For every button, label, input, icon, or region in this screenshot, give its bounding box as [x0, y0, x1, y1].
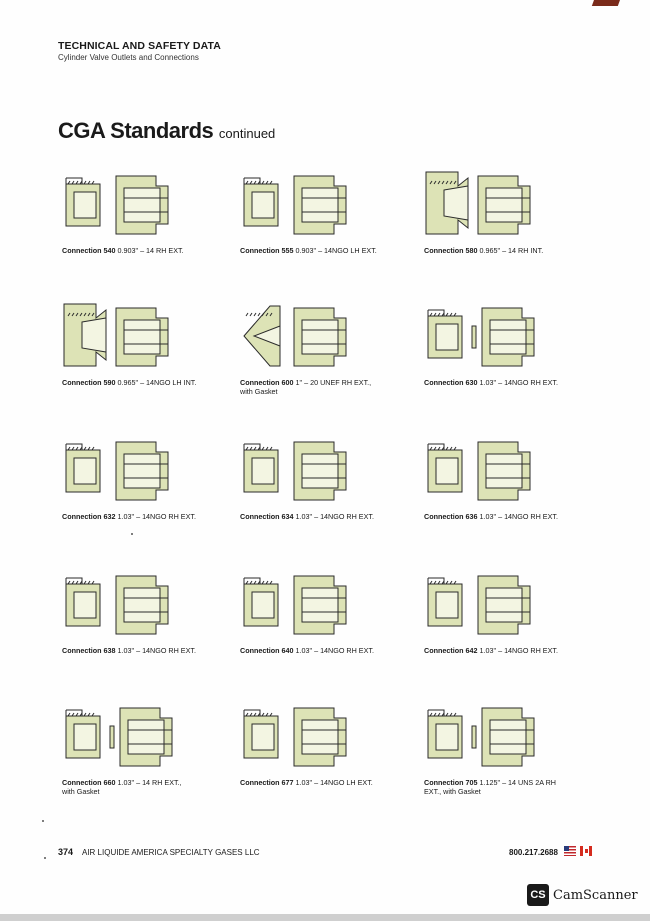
connection-spec: 1.03" – 14NGO RH EXT. — [117, 646, 196, 655]
connection-number: Connection 580 — [424, 246, 478, 255]
connection-spec: 1.03" – 14NGO LH EXT. — [295, 778, 373, 787]
connection-number: Connection 677 — [240, 778, 294, 787]
connection-item: Connection 660 1.03" – 14 RH EXT., with G… — [62, 700, 242, 820]
section-subtitle: Cylinder Valve Outlets and Connections — [58, 53, 199, 62]
connection-number: Connection 660 — [62, 778, 116, 787]
connection-item: Connection 630 1.03" – 14NGO RH EXT. — [424, 300, 604, 420]
phone-number: 800.217.2688 — [509, 848, 558, 857]
connection-caption: Connection 632 1.03" – 14NGO RH EXT. — [62, 512, 247, 521]
connection-number: Connection 632 — [62, 512, 116, 521]
connection-fitting-diagram — [427, 575, 531, 635]
connection-item: Connection 632 1.03" – 14NGO RH EXT. — [62, 434, 242, 554]
camscanner-logo-icon: CS — [527, 884, 549, 906]
connection-fitting-diagram — [243, 441, 347, 501]
corner-tab — [591, 0, 623, 6]
connection-spec: 1.03" – 14NGO RH EXT. — [479, 512, 558, 521]
connection-item: Connection 555 0.903" – 14NGO LH EXT. — [240, 168, 420, 288]
connection-caption: Connection 540 0.903" – 14 RH EXT. — [62, 246, 247, 255]
connection-item: Connection 590 0.965" – 14NGO LH INT. — [62, 300, 242, 420]
scan-speck — [131, 533, 133, 535]
connection-item: Connection 638 1.03" – 14NGO RH EXT. — [62, 568, 242, 688]
connection-spec-note: with Gasket — [240, 387, 278, 396]
connection-item: Connection 600 1" – 20 UNEF RH EXT., with… — [240, 300, 420, 420]
connection-caption: Connection 677 1.03" – 14NGO LH EXT. — [240, 778, 425, 787]
connection-item: Connection 540 0.903" – 14 RH EXT. — [62, 168, 242, 288]
connection-item: Connection 642 1.03" – 14NGO RH EXT. — [424, 568, 604, 688]
connection-spec: 1.03" – 14NGO RH EXT. — [479, 378, 558, 387]
connection-spec: 0.965" – 14 RH INT. — [479, 246, 544, 255]
connection-number: Connection 600 — [240, 378, 294, 387]
us-flag-icon — [564, 846, 576, 856]
connection-fitting-diagram — [427, 707, 535, 767]
connection-spec-note: EXT., with Gasket — [424, 787, 481, 796]
connection-caption: Connection 638 1.03" – 14NGO RH EXT. — [62, 646, 247, 655]
connection-spec: 1.03" – 14NGO RH EXT. — [295, 512, 374, 521]
connection-fitting-diagram — [243, 175, 347, 235]
connection-fitting-diagram — [65, 175, 169, 235]
connection-spec: 1.125" – 14 UNS 2A RH — [479, 778, 556, 787]
connection-spec: 1.03" – 14NGO RH EXT. — [479, 646, 558, 655]
connection-spec: 1" – 20 UNEF RH EXT., — [295, 378, 372, 387]
connection-fitting-diagram — [65, 707, 173, 767]
connection-fitting-diagram — [65, 575, 169, 635]
connection-number: Connection 630 — [424, 378, 478, 387]
connection-fitting-diagram — [63, 303, 169, 367]
connection-number: Connection 636 — [424, 512, 478, 521]
connection-fitting-diagram — [243, 305, 347, 367]
connection-spec: 0.903" – 14NGO LH EXT. — [295, 246, 377, 255]
bottom-bar — [0, 914, 650, 921]
connection-number: Connection 638 — [62, 646, 116, 655]
connection-spec-note: with Gasket — [62, 787, 100, 796]
connection-spec: 0.965" – 14NGO LH INT. — [117, 378, 197, 387]
connection-item: Connection 634 1.03" – 14NGO RH EXT. — [240, 434, 420, 554]
connection-caption: Connection 630 1.03" – 14NGO RH EXT. — [424, 378, 609, 387]
section-title: TECHNICAL AND SAFETY DATA — [58, 40, 221, 52]
connection-fitting-diagram — [427, 441, 531, 501]
connection-number: Connection 590 — [62, 378, 116, 387]
connection-number: Connection 642 — [424, 646, 478, 655]
page-number: 374 — [58, 847, 74, 857]
connection-caption: Connection 642 1.03" – 14NGO RH EXT. — [424, 646, 609, 655]
connection-spec: 1.03" – 14NGO RH EXT. — [295, 646, 374, 655]
connection-number: Connection 705 — [424, 778, 478, 787]
connection-fitting-diagram — [427, 307, 535, 367]
connection-item: Connection 580 0.965" – 14 RH INT. — [424, 168, 604, 288]
connection-caption: Connection 580 0.965" – 14 RH INT. — [424, 246, 609, 255]
page-title-suffix: continued — [218, 126, 276, 141]
company-name: AIR LIQUIDE AMERICA SPECIALTY GASES LLC — [82, 848, 260, 857]
connection-item: Connection 677 1.03" – 14NGO LH EXT. — [240, 700, 420, 820]
connection-caption: Connection 590 0.965" – 14NGO LH INT. — [62, 378, 247, 387]
camscanner-label: CamScanner — [553, 888, 638, 903]
connection-number: Connection 540 — [62, 246, 116, 255]
connection-item: Connection 636 1.03" – 14NGO RH EXT. — [424, 434, 604, 554]
connection-spec: 1.03" – 14 RH EXT., — [117, 778, 182, 787]
connection-caption: Connection 600 1" – 20 UNEF RH EXT., with… — [240, 378, 425, 396]
connection-fitting-diagram — [65, 441, 169, 501]
canada-flag-icon — [580, 846, 592, 856]
connection-number: Connection 640 — [240, 646, 294, 655]
page-title: CGA Standards continued — [58, 118, 275, 144]
connection-fitting-diagram — [243, 707, 347, 767]
connection-item: Connection 640 1.03" – 14NGO RH EXT. — [240, 568, 420, 688]
connection-spec: 0.903" – 14 RH EXT. — [117, 246, 184, 255]
connection-caption: Connection 634 1.03" – 14NGO RH EXT. — [240, 512, 425, 521]
connection-number: Connection 634 — [240, 512, 294, 521]
scan-speck — [44, 857, 46, 859]
connection-fitting-diagram — [425, 171, 531, 235]
connection-number: Connection 555 — [240, 246, 294, 255]
connection-spec: 1.03" – 14NGO RH EXT. — [117, 512, 196, 521]
connection-caption: Connection 555 0.903" – 14NGO LH EXT. — [240, 246, 425, 255]
connection-fitting-diagram — [243, 575, 347, 635]
page-title-text: CGA Standards — [58, 118, 214, 143]
connection-caption: Connection 636 1.03" – 14NGO RH EXT. — [424, 512, 609, 521]
connection-caption: Connection 660 1.03" – 14 RH EXT., with G… — [62, 778, 247, 796]
connection-caption: Connection 640 1.03" – 14NGO RH EXT. — [240, 646, 425, 655]
scan-speck — [42, 820, 44, 822]
